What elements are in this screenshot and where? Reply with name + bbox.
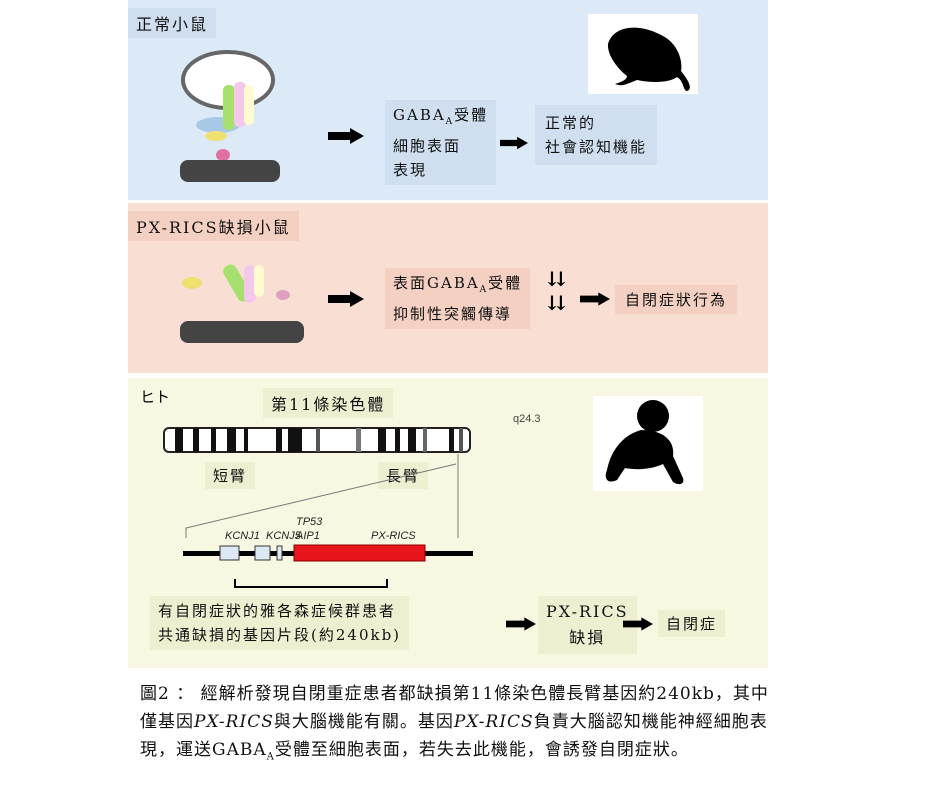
arrow-icon — [500, 135, 528, 151]
panel-title: ヒト — [140, 388, 171, 406]
arrow-icon — [580, 291, 610, 307]
gene-label: TP53 — [296, 516, 323, 528]
normal-mouse-panel: 正常小鼠 GABAA受體 細胞表面 表現 正常的 社會認知機能 — [128, 0, 768, 200]
gene-map — [183, 544, 473, 588]
text: 細胞表面 — [393, 137, 462, 155]
text: A — [445, 117, 455, 127]
text: 表面GABA — [393, 274, 480, 292]
text: 共通缺損的基因片段(約240kb) — [158, 626, 402, 644]
figure-caption: 圖2 ： 經解析發現自閉重症患者都缺損第11條染色體長臂基因約240kb，其中 … — [140, 680, 920, 771]
text: 負責大腦認知機能神經細胞表 — [533, 712, 768, 732]
knockout-mouse-panel: PX-RICS缺損小鼠 表面GABAA受體 抑制性突觸傳導 ⇊⇊ 自閉症狀行為 — [128, 203, 768, 373]
baby-silhouette-icon — [593, 396, 703, 491]
human-panel: ヒト 第11條染色體 q24.3 短臂 長臂 KCNJ1 KCNJ5 TP53 … — [128, 378, 768, 668]
decrease-arrows-icon: ⇊⇊ — [548, 267, 565, 315]
gene-label: KCNJ5 — [266, 530, 301, 542]
px-rics-gene — [293, 544, 426, 562]
chromosome-ideogram — [163, 427, 471, 453]
text: A — [479, 285, 489, 295]
receptor-illustration — [180, 50, 280, 182]
result-autistic-behavior: 自閉症狀行為 — [615, 285, 738, 314]
deletion-bracket — [234, 579, 388, 588]
gene-label: PX-RICS — [371, 530, 416, 542]
zoom-lines — [185, 454, 459, 538]
text: 受體 — [454, 106, 489, 124]
text: 現，運送GABA — [140, 740, 267, 760]
arrow-icon — [623, 616, 653, 632]
arrow-icon — [328, 128, 364, 144]
caption-line: 圖2 ： 經解析發現自閉重症患者都缺損第11條染色體長臂基因約240kb，其中 — [140, 684, 769, 704]
text: PX-RICS — [546, 602, 629, 621]
step-normal-cognition: 正常的 社會認知機能 — [535, 105, 658, 165]
text: 表現 — [393, 161, 428, 179]
receptor-illustration — [180, 264, 304, 343]
arrow-icon — [506, 616, 536, 632]
panel-title: PX-RICS缺損小鼠 — [128, 211, 299, 241]
panel-title: 正常小鼠 — [128, 8, 217, 38]
short-arm-label: 短臂 — [205, 462, 256, 489]
chromosome-title: 第11條染色體 — [263, 388, 394, 418]
step-inhibitory-transmission: 表面GABAA受體 抑制性突觸傳導 — [385, 268, 531, 329]
text: 缺損 — [569, 628, 606, 647]
text: 與大腦機能有關。基因 — [273, 712, 454, 732]
text: 有自閉症狀的雅各森症候群患者 — [158, 602, 397, 620]
text: 受體至細胞表面，若失去此機能，會誘發自閉症狀。 — [274, 740, 689, 760]
step-surface-expression: GABAA受體 細胞表面 表現 — [385, 100, 497, 185]
text: 正常的 — [545, 114, 597, 132]
long-arm-label: 長臂 — [378, 462, 429, 489]
mouse-silhouette-icon — [588, 14, 698, 94]
text: 抑制性突觸傳導 — [393, 305, 513, 323]
gene-name: PX-RICS — [194, 712, 274, 732]
gene-name: PX-RICS — [453, 712, 534, 732]
text: 社會認知機能 — [545, 138, 648, 156]
result-autism: 自閉症 — [658, 610, 726, 637]
text: GABA — [393, 106, 446, 124]
caption-line: 現，運送GABAA受體至細胞表面，若失去此機能，會誘發自閉症狀。 — [140, 736, 920, 771]
text: 僅基因 — [140, 712, 194, 732]
px-rics-deletion: PX-RICS 缺損 — [538, 596, 637, 654]
caption-line: 僅基因PX-RICS與大腦機能有關。基因PX-RICS負責大腦認知機能神經細胞表 — [140, 708, 920, 736]
arrow-icon — [328, 291, 364, 307]
text: 受體 — [488, 274, 523, 292]
band-label: q24.3 — [513, 413, 541, 425]
gene-label: KCNJ1 — [225, 530, 260, 542]
deleted-region-label: 有自閉症狀的雅各森症候群患者 共通缺損的基因片段(約240kb) — [150, 596, 410, 650]
text: A — [266, 751, 275, 763]
gene-label: AIP1 — [296, 530, 320, 542]
